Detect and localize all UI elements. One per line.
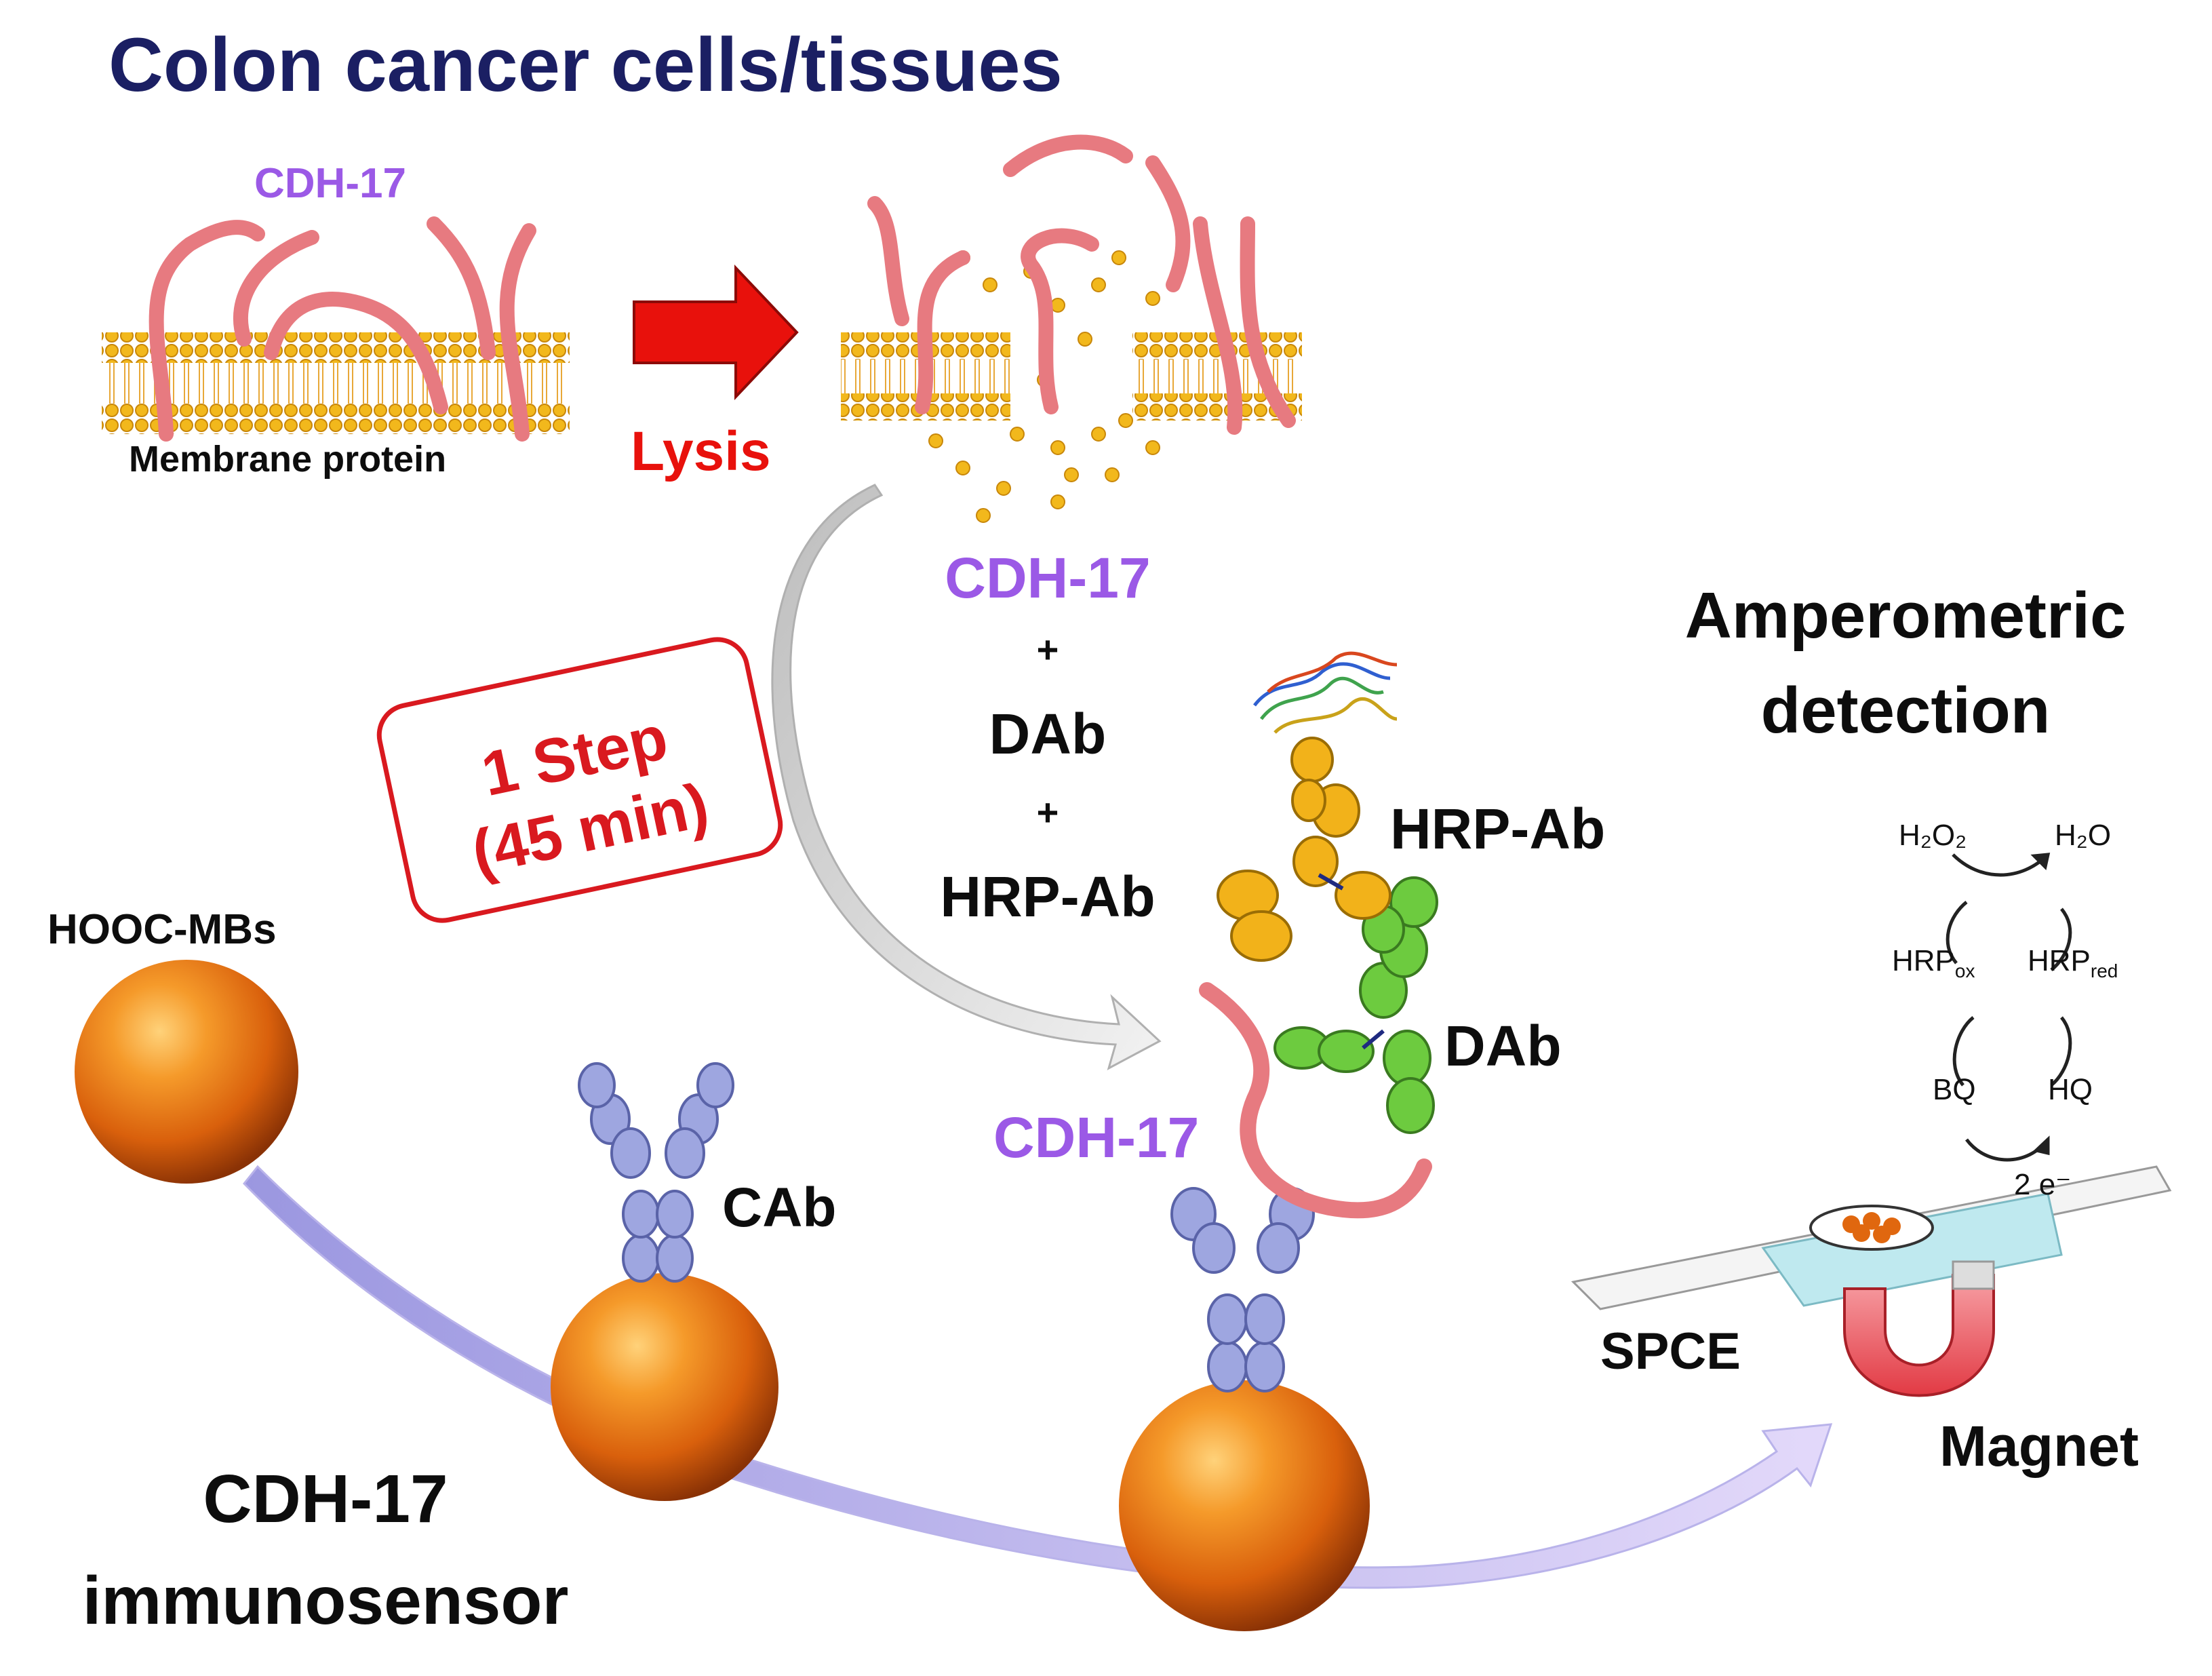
reagent-hrp-ab: HRP-Ab — [940, 865, 1156, 929]
capture-antibody-cab — [578, 1062, 734, 1283]
hrp-red-label: HRPred — [2028, 944, 2118, 981]
cdh17-complex-label: CDH-17 — [993, 1106, 1200, 1169]
hrp-enzyme — [1253, 651, 1398, 734]
hrp-ox-label: HRPox — [1892, 944, 1975, 981]
cdh17-fragments — [867, 134, 1296, 435]
h2o-label: H₂O — [2055, 819, 2112, 852]
diagram-title: Colon cancer cells/tissues — [108, 22, 1063, 107]
immunosensor-subtitle: immunosensor — [82, 1563, 569, 1639]
gray-process-arrow — [771, 484, 1162, 1070]
dab-label: DAb — [1444, 1014, 1562, 1078]
immunosensor-title: CDH-17 — [203, 1461, 448, 1537]
detection-title: Amperometric — [1684, 579, 2127, 652]
capture-antibody-complex — [1170, 1187, 1315, 1392]
cdh17-membrane-label: CDH-17 — [254, 160, 406, 207]
magnetic-bead-1 — [75, 960, 298, 1184]
cab-label: CAb — [722, 1177, 837, 1239]
membrane-protein-caption: Membrane protein — [129, 439, 447, 480]
reagent-plus-1: + — [1036, 628, 1059, 671]
hq-label: HQ — [2048, 1073, 2093, 1106]
detection-subtitle: detection — [1760, 674, 2051, 747]
redox-cycle — [1946, 853, 2072, 1162]
reagent-cdh17: CDH-17 — [945, 546, 1151, 610]
magnet — [1843, 1260, 1995, 1397]
h2o2-label: H₂O₂ — [1899, 819, 1967, 852]
spce-electrode — [1571, 1165, 2172, 1310]
magnetic-bead-3 — [1119, 1380, 1370, 1631]
cdh17-protein-strands — [149, 216, 536, 442]
hrp-ab-label: HRP-Ab — [1390, 797, 1606, 861]
purple-process-arrow — [243, 1165, 1833, 1589]
magnet-label: Magnet — [1939, 1414, 2139, 1478]
reagent-dab: DAb — [989, 702, 1107, 766]
hooc-mbs-label: HOOC-MBs — [47, 906, 277, 953]
spce-label: SPCE — [1600, 1323, 1741, 1380]
bq-label: BQ — [1933, 1073, 1976, 1106]
electron-label: 2 e⁻ — [2014, 1168, 2072, 1201]
lysis-arrow — [633, 264, 799, 401]
cdh17-bound-strand — [1199, 982, 1432, 1219]
lysis-label: Lysis — [631, 421, 771, 482]
reagent-plus-2: + — [1036, 791, 1059, 834]
hrp-antibody — [1217, 737, 1391, 962]
magnetic-bead-2 — [551, 1273, 778, 1501]
